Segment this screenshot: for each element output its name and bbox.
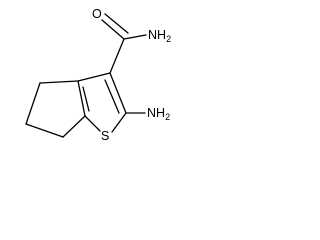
bond-c3-carbonyl [109, 38, 125, 74]
bond-ring5-c2-c3 [25, 82, 41, 125]
atom-amino-n: N [147, 106, 156, 120]
atom-amide-n: N [148, 28, 157, 42]
bond-ring5-c4-c5 [62, 115, 86, 138]
bond-ring5-c3-c4 [25, 123, 64, 138]
bond-carbonyl-o-double [104, 13, 129, 34]
atom-amino-h: H [156, 106, 165, 120]
bond-c2-s [111, 112, 127, 133]
molecule-diagram: O NH2 NH2 S [25, 7, 171, 143]
atom-amino-h-count: 2 [165, 112, 170, 122]
atom-amide-h: H [157, 28, 166, 42]
bond-carbonyl-n [123, 34, 147, 40]
bond-s-c6a [84, 115, 101, 132]
atom-sulfur: S [101, 129, 109, 143]
bond-ring5-c1-c2 [39, 80, 79, 84]
bond-fused-c3a-c6a-double [82, 86, 90, 112]
atom-amide-nh2: NH2 [148, 28, 171, 44]
bond-c3-c2-double [104, 79, 120, 114]
atom-amino-nh2: NH2 [147, 106, 170, 122]
bond-c3-c2 [109, 72, 127, 114]
atom-amide-h-count: 2 [166, 34, 171, 44]
bond-carbonyl-o [101, 19, 125, 40]
bond-c3a-c3 [77, 72, 111, 82]
atom-oxygen: O [92, 7, 102, 21]
bond-fused-c3a-c6a [77, 80, 86, 117]
